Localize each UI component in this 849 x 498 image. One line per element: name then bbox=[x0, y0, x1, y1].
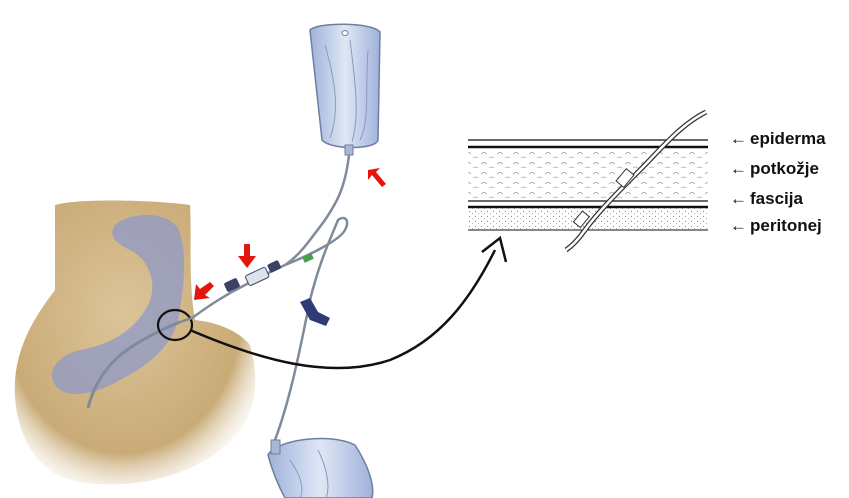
abdominal-cavity bbox=[51, 214, 185, 395]
label-peritonej: ← peritonej bbox=[730, 216, 822, 236]
label-epiderma-text: epiderma bbox=[750, 129, 826, 148]
inflow-tube bbox=[284, 154, 351, 267]
y-connector-loop bbox=[273, 216, 349, 441]
red-arrow-icon-1 bbox=[368, 168, 386, 187]
drain-bag-bottom bbox=[267, 437, 374, 498]
magnification-pointer-arrow bbox=[189, 249, 497, 370]
peritoneal-catheter bbox=[86, 320, 181, 409]
left-arrow-icon: ← bbox=[730, 129, 747, 148]
abdomen-illustration bbox=[14, 200, 256, 485]
label-potkozje-text: potkožje bbox=[750, 159, 819, 178]
magnification-arrowhead bbox=[481, 235, 508, 263]
red-arrow-icon bbox=[194, 168, 386, 300]
left-arrow-icon: ← bbox=[730, 189, 747, 208]
tube-clamp bbox=[300, 298, 330, 326]
dialysate-bag-top bbox=[309, 23, 381, 156]
tissue-cross-section bbox=[468, 109, 708, 253]
transfer-set-connector bbox=[224, 253, 314, 292]
left-arrow-icon: ← bbox=[730, 216, 747, 235]
label-fascija-text: fascija bbox=[750, 189, 803, 208]
label-fascija: ← fascija bbox=[730, 189, 803, 209]
left-arrow-icon: ← bbox=[730, 159, 747, 178]
red-arrow-icon-3 bbox=[194, 282, 214, 300]
label-peritonej-text: peritonej bbox=[750, 216, 822, 235]
label-potkozje: ← potkožje bbox=[730, 159, 819, 179]
exit-site-highlight bbox=[156, 308, 194, 342]
label-epiderma: ← epiderma bbox=[730, 129, 826, 149]
red-arrow-icon-2 bbox=[238, 244, 256, 268]
